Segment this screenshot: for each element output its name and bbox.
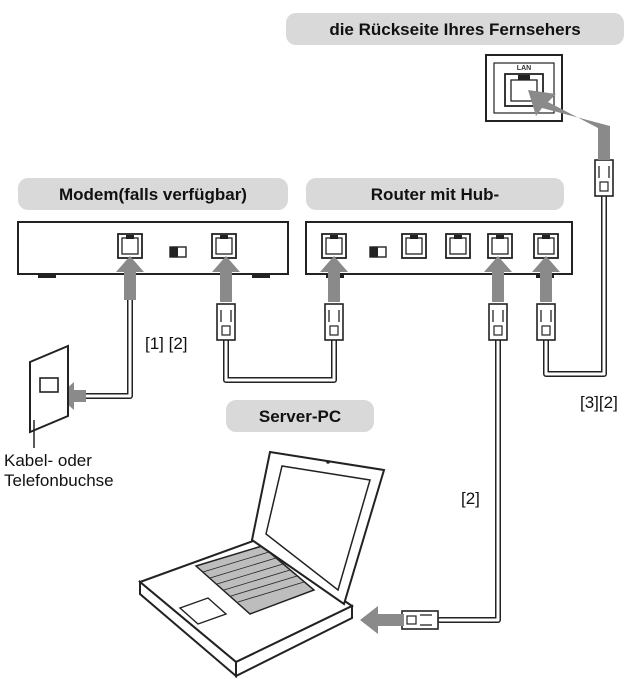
arrow-up-icon	[484, 256, 512, 302]
arrow-up-icon	[116, 256, 144, 300]
tv-lan-panel: LAN	[485, 54, 563, 122]
arrow-up-icon	[212, 256, 240, 302]
plug-icon	[216, 303, 236, 341]
wall-socket-label-line2: Telefonbuchse	[4, 471, 114, 490]
cable-label-router-pc: [2]	[461, 489, 480, 508]
plug-icon	[488, 303, 508, 341]
modem-switch-icon	[169, 246, 187, 258]
cable-label-router-tv: [3][2]	[580, 393, 618, 412]
modem-port-icon	[117, 233, 143, 259]
server-pc-heading-text: Server-PC	[259, 407, 341, 426]
plug-icon	[594, 159, 614, 197]
tv-back-heading-text: die Rückseite Ihres Fernsehers	[329, 20, 580, 39]
lan-port-label: LAN	[517, 65, 531, 72]
arrows	[58, 90, 610, 634]
arrow-up-icon	[320, 256, 348, 302]
router-device	[305, 221, 573, 278]
router-port-icon	[445, 233, 471, 259]
router-port-icon	[401, 233, 427, 259]
modem-port-icon	[211, 233, 237, 259]
cable-label-modem-router: [1] [2]	[145, 334, 188, 353]
router-heading: Router mit Hub-	[306, 178, 564, 210]
router-port-icon	[321, 233, 347, 259]
tv-back-heading: die Rückseite Ihres Fernsehers	[286, 13, 624, 45]
modem-heading: Modem(falls verfügbar)	[18, 178, 288, 210]
laptop-server-pc	[138, 450, 386, 679]
router-port-icon	[487, 233, 513, 259]
router-switch-icon	[369, 246, 387, 258]
arrow-left-icon	[528, 90, 610, 160]
router-heading-text: Router mit Hub-	[371, 185, 499, 204]
arrow-up-icon	[532, 256, 560, 302]
router-port-icon	[533, 233, 559, 259]
wall-socket-label-line1: Kabel- oder	[4, 451, 92, 470]
modem-device	[17, 221, 289, 278]
plug-icon	[324, 303, 344, 341]
plug-icon	[536, 303, 556, 341]
arrow-left-icon	[58, 382, 86, 410]
arrow-left-icon	[360, 606, 404, 634]
cable-router-pc	[437, 337, 501, 623]
cable-wall-modem	[61, 285, 133, 399]
modem-heading-text: Modem(falls verfügbar)	[59, 185, 247, 204]
wall-socket	[29, 344, 69, 448]
server-pc-heading: Server-PC	[226, 400, 374, 432]
cable-modem-router	[223, 337, 337, 383]
plug-icon	[401, 610, 439, 630]
